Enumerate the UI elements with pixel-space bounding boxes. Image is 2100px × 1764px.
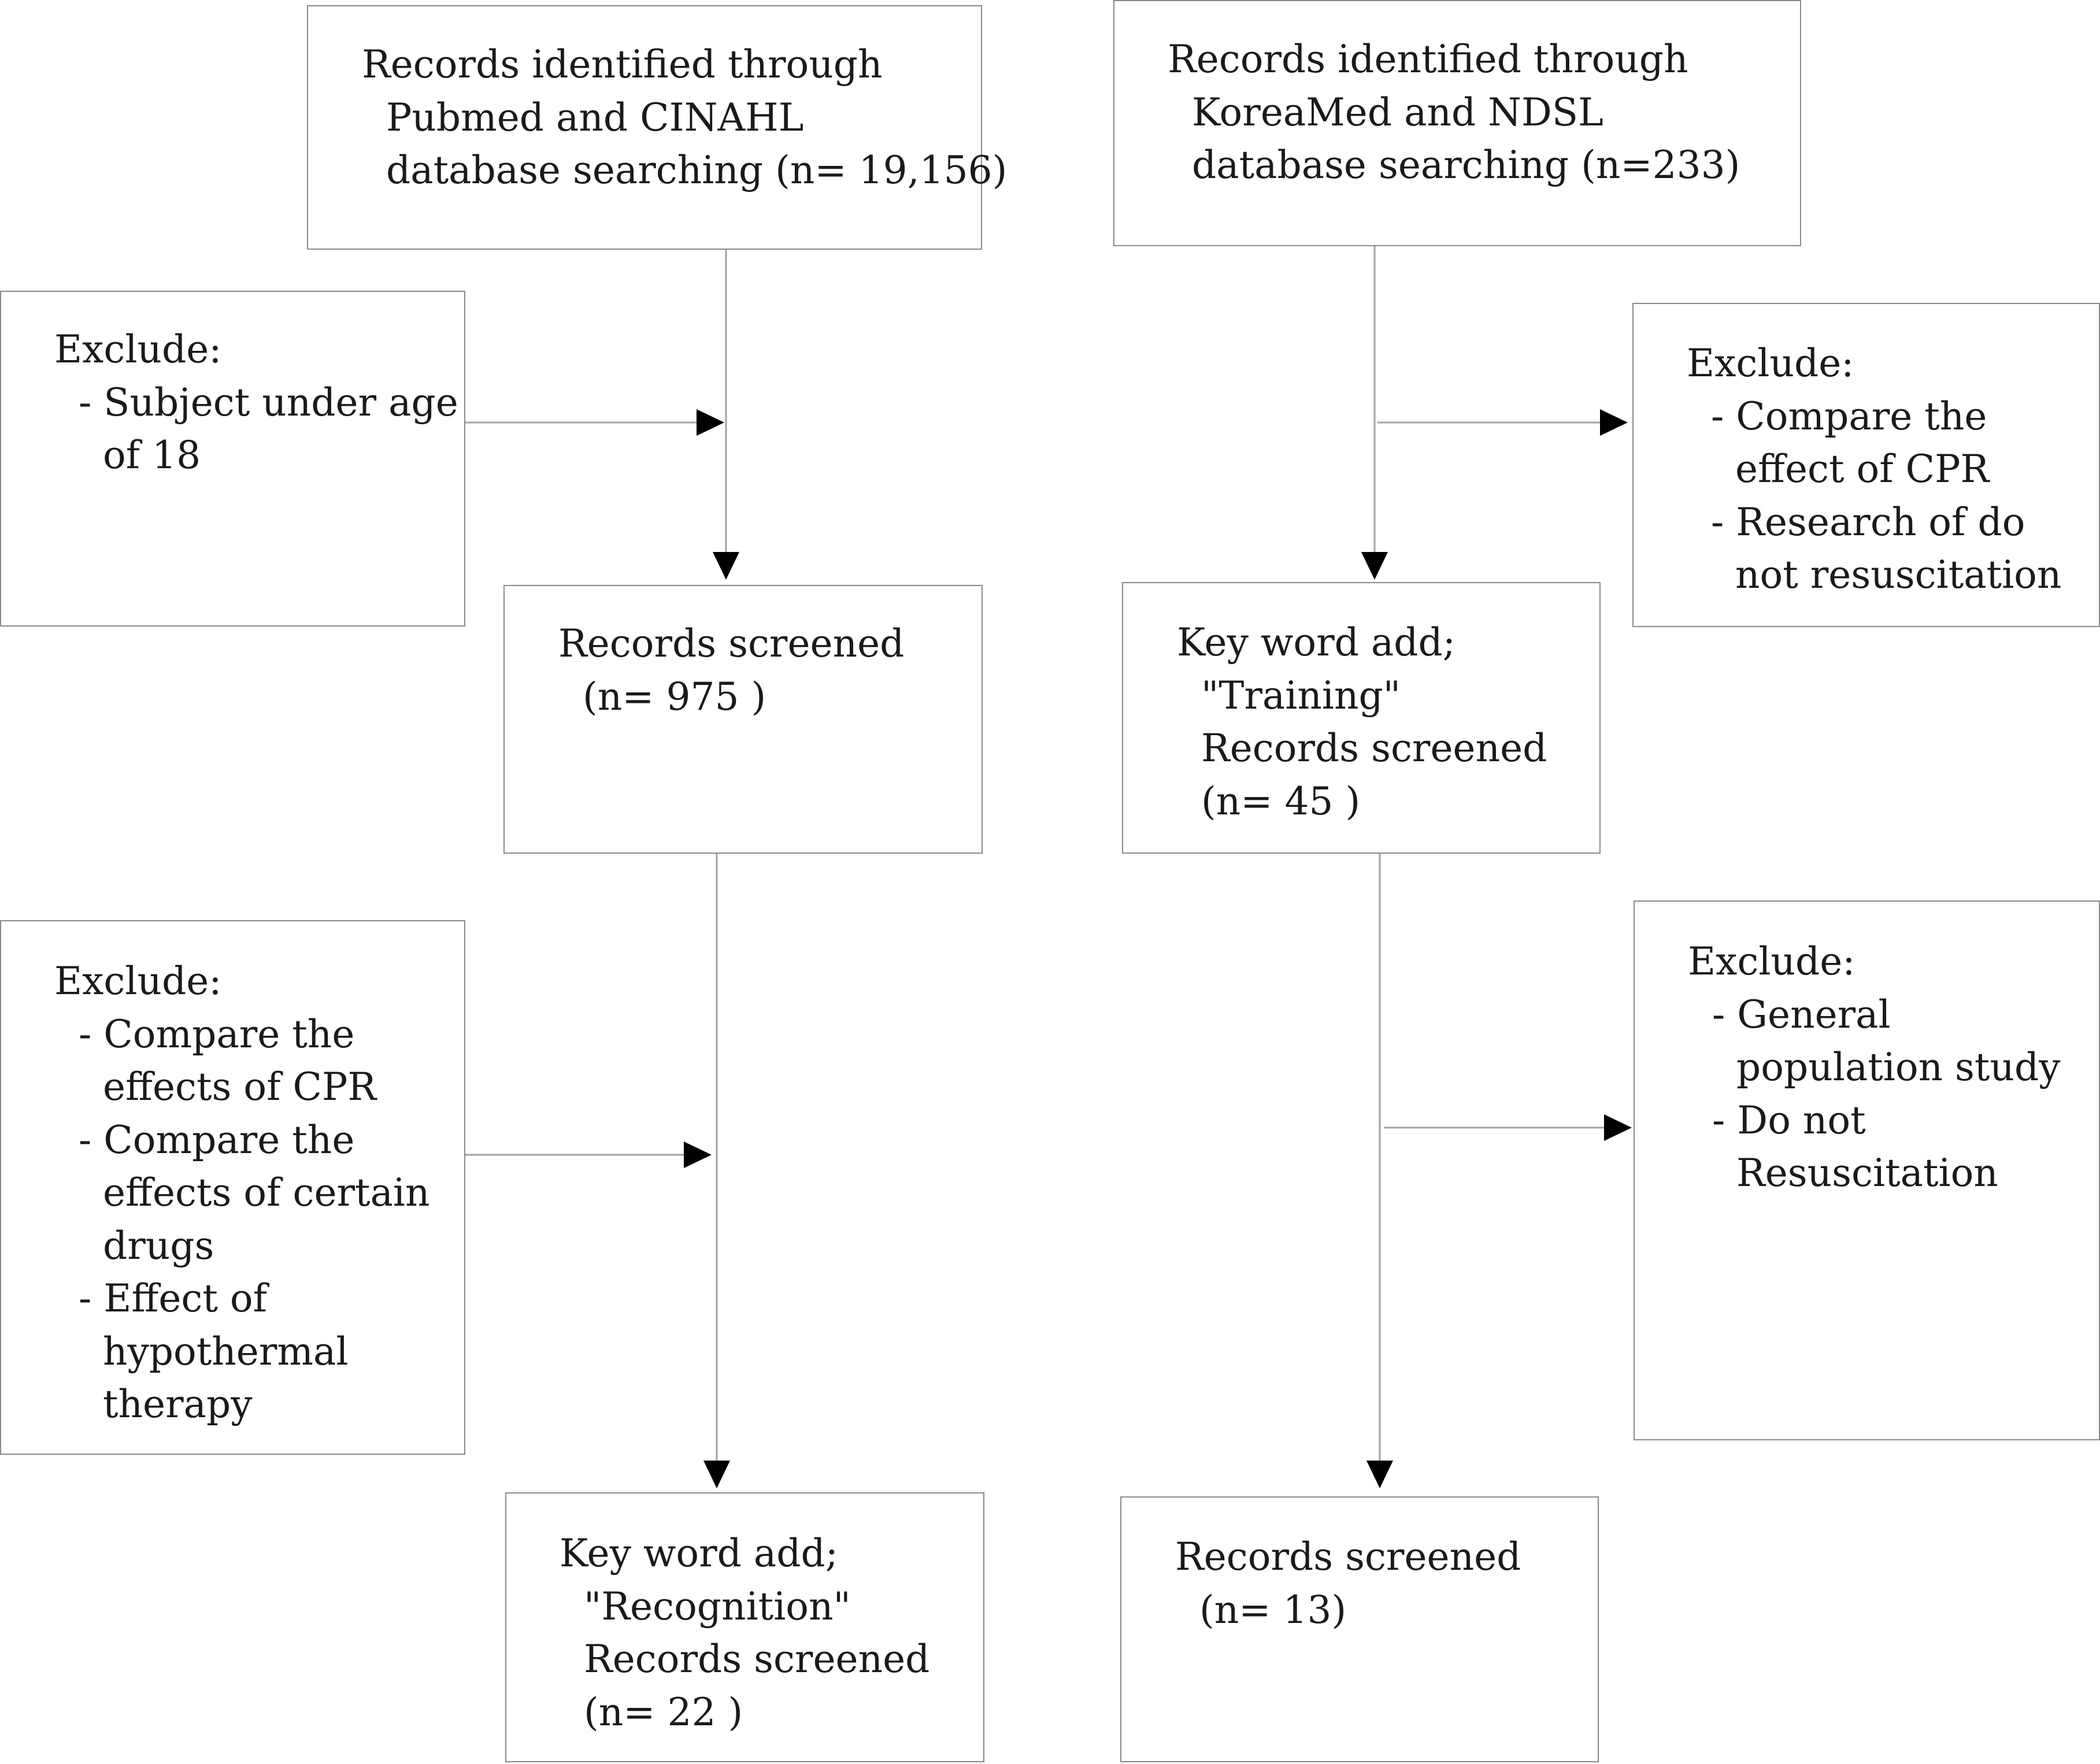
right-exclude-2-item-1-text: General: [1737, 992, 1891, 1037]
bullet-dash: -: [79, 1117, 104, 1162]
right-screened-line-1: Key word add;: [1177, 620, 1455, 665]
left-final-screened-box: Key word add; "Recognition" Records scre…: [505, 1492, 984, 1762]
left-final-line-1: Key word add;: [560, 1531, 838, 1576]
arrowhead-right-exclude-1: [1600, 409, 1628, 436]
right-exclude-1-item-1-cont: effect of CPR: [1735, 447, 1990, 491]
left-exclude-2-item-3-text: Effect of: [103, 1276, 268, 1321]
arrowhead-right-to-final: [1366, 1461, 1393, 1488]
right-exclude-2-item-2-text: Do not: [1737, 1098, 1866, 1143]
right-exclude-2-item-1-cont: population study: [1736, 1045, 2061, 1089]
right-exclude-1-item-2: - Research of do: [1687, 496, 2061, 549]
right-records-identified-box: Records identified through KoreaMed and …: [1113, 0, 1801, 246]
left-screened-count: (n= 975 ): [583, 674, 766, 719]
left-records-identified-box: Records identified through Pubmed and CI…: [307, 5, 1007, 250]
left-exclude-2-item-1-cont: effects of CPR: [103, 1065, 377, 1109]
arrowhead-left-exclude-1: [697, 409, 724, 436]
left-records-screened-box: Records screened (n= 975 ): [503, 585, 983, 854]
arrowhead-left-to-final: [703, 1461, 730, 1488]
right-identified-line-1: Records identified through: [1168, 37, 1688, 81]
left-final-line-2: "Recognition": [584, 1584, 851, 1629]
left-exclude-2-item-1-text: Compare the: [103, 1011, 355, 1057]
right-records-screened-box: Key word add; "Training" Records screene…: [1122, 582, 1601, 854]
left-exclude-1-item-1: - Subject under age: [54, 376, 458, 429]
right-exclude-2-item-2: - Do not: [1688, 1094, 2060, 1147]
right-identified-line-2: KoreaMed and NDSL: [1192, 90, 1603, 135]
right-final-screened-box: Records screened (n= 13): [1120, 1496, 1599, 1762]
left-final-line-3: Records screened: [584, 1637, 930, 1681]
arrowhead-left-exclude-2: [684, 1142, 712, 1168]
right-screened-line-2: "Training": [1201, 673, 1401, 718]
arrowhead-right-to-screened: [1361, 552, 1388, 580]
bullet-dash: -: [79, 380, 104, 425]
right-exclude-1-item-1: - Compare the: [1687, 390, 2061, 443]
right-screened-count: (n= 45 ): [1201, 779, 1361, 824]
left-exclude-2-item-2: - Compare the: [54, 1114, 430, 1167]
left-exclude-2-item-2-cont-2: drugs: [103, 1223, 214, 1268]
bullet-dash: -: [79, 1276, 104, 1321]
left-final-count: (n= 22 ): [584, 1689, 743, 1735]
left-exclude-1-heading: Exclude:: [54, 327, 222, 372]
left-identified-line-2: Pubmed and CINAHL: [386, 95, 804, 140]
right-exclude-1-item-1-text: Compare the: [1736, 394, 1987, 439]
left-exclude-box-2: Exclude: - Compare the effects of CPR - …: [0, 920, 465, 1455]
right-exclude-1-heading: Exclude:: [1687, 341, 1854, 386]
left-exclude-1-item-1-cont: of 18: [103, 433, 201, 477]
right-exclude-1-item-2-text: Research of do: [1736, 499, 2025, 544]
bullet-dash: -: [1711, 499, 1736, 544]
right-exclude-2-item-2-cont: Resuscitation: [1736, 1151, 1998, 1195]
right-exclude-box-2: Exclude: - General population study - Do…: [1634, 900, 2100, 1440]
left-exclude-2-item-2-cont-1: effects of certain: [103, 1170, 430, 1215]
bullet-dash: -: [1712, 992, 1738, 1037]
right-identified-line-3: database searching (n=233): [1192, 143, 1740, 187]
right-screened-line-3: Records screened: [1201, 726, 1547, 770]
bullet-dash: -: [79, 1011, 104, 1057]
left-exclude-1-item-1-text: Subject under age: [103, 380, 458, 425]
bullet-dash: -: [1712, 1098, 1738, 1143]
right-exclude-box-1: Exclude: - Compare the effect of CPR - R…: [1632, 303, 2100, 627]
left-identified-line-3: database searching (n= 19,156): [386, 148, 1008, 192]
right-exclude-2-heading: Exclude:: [1688, 939, 1855, 984]
left-exclude-2-item-2-text: Compare the: [103, 1117, 355, 1162]
left-exclude-2-item-1: - Compare the: [54, 1008, 430, 1061]
left-exclude-2-item-3-cont-1: hypothermal: [103, 1329, 349, 1374]
left-exclude-2-heading: Exclude:: [54, 959, 222, 1003]
right-exclude-1-item-2-cont: not resuscitation: [1735, 553, 2062, 597]
bullet-dash: -: [1711, 394, 1736, 439]
right-final-line-1: Records screened: [1175, 1535, 1521, 1579]
arrowhead-right-exclude-2: [1604, 1114, 1632, 1141]
left-exclude-2-item-3-cont-2: therapy: [103, 1382, 253, 1426]
left-identified-line-1: Records identified through: [362, 42, 883, 87]
left-exclude-box-1: Exclude: - Subject under age of 18: [0, 291, 465, 627]
arrowhead-left-to-screened: [713, 552, 739, 580]
left-exclude-2-item-3: - Effect of: [54, 1272, 430, 1325]
right-final-count: (n= 13): [1199, 1587, 1347, 1632]
right-exclude-2-item-1: - General: [1688, 988, 2060, 1042]
left-screened-line-1: Records screened: [558, 621, 905, 666]
